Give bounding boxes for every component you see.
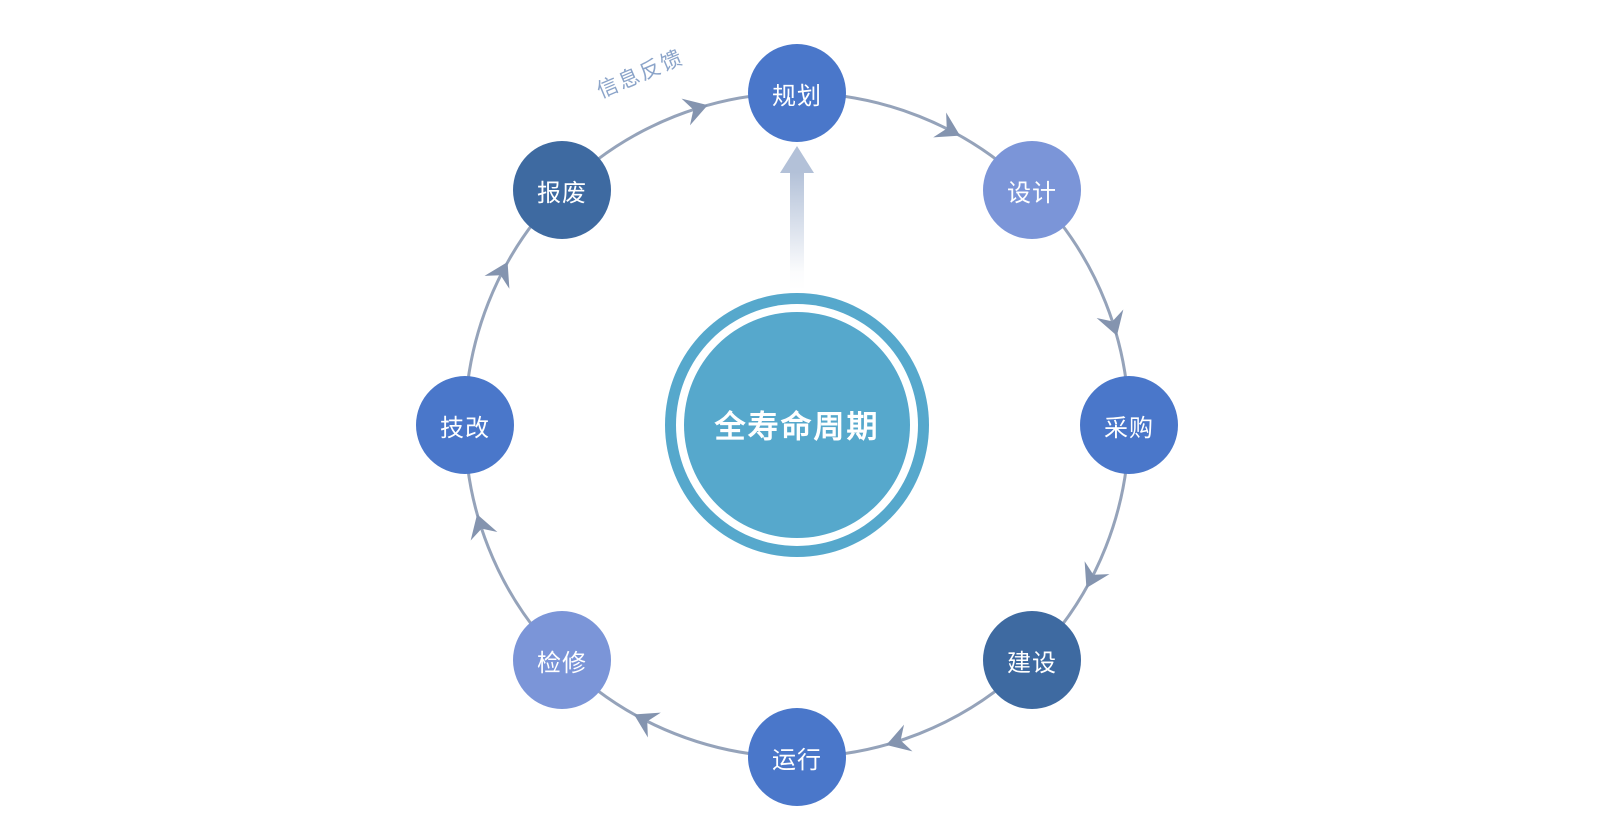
flow-arrow-icon-3: [886, 724, 913, 752]
flow-arrow-icon-4: [633, 712, 661, 738]
node-scrap-label: 报废: [537, 179, 587, 207]
flow-arrow-icon-5: [470, 514, 498, 541]
node-design: 设计: [983, 141, 1081, 239]
node-planning: 规划: [748, 44, 846, 142]
node-operation: 运行: [748, 708, 846, 806]
flow-arrow-icon-1: [1096, 309, 1124, 336]
center-up-arrow-icon: [780, 146, 814, 290]
node-upgrade: 技改: [416, 376, 514, 474]
flow-arrow-icon-2: [1084, 561, 1110, 589]
node-procurement-label: 采购: [1104, 414, 1154, 442]
flow-arrow-icon-7: [681, 98, 708, 126]
center-circle: 全寿命周期: [665, 293, 929, 557]
node-scrap: 报废: [513, 141, 611, 239]
node-maintenance-label: 检修: [537, 649, 587, 677]
node-planning-label: 规划: [772, 82, 822, 110]
flow-arrows: [470, 98, 1124, 752]
flow-arrow-icon-6: [484, 261, 510, 289]
node-design-label: 设计: [1007, 179, 1057, 207]
node-operation-label: 运行: [772, 746, 822, 774]
flow-arrow-icon-0: [933, 112, 961, 138]
node-construction: 建设: [983, 611, 1081, 709]
node-construction-label: 建设: [1007, 649, 1057, 677]
node-procurement: 采购: [1080, 376, 1178, 474]
node-upgrade-label: 技改: [440, 414, 490, 442]
center-label: 全寿命周期: [714, 410, 880, 445]
node-maintenance: 检修: [513, 611, 611, 709]
